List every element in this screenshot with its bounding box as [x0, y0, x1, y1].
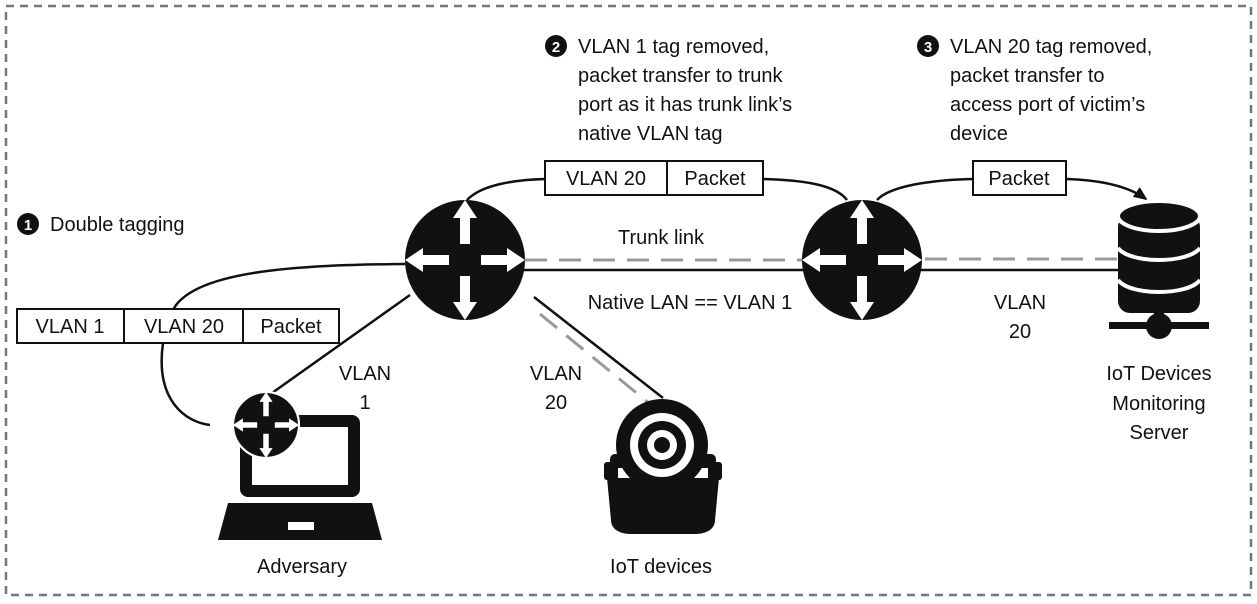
- double-tagged-frame: VLAN 1 VLAN 20 Packet: [16, 308, 340, 344]
- frame-payload: Packet: [684, 168, 746, 190]
- vlan20-frame: VLAN 20 Packet: [544, 160, 764, 196]
- packet-path-arrow: [1065, 177, 1148, 201]
- vlan20-path-left: [466, 177, 546, 201]
- step-3-line-1: VLAN 20 tag removed,: [950, 36, 1152, 58]
- numbered-circle-icon: [545, 35, 567, 57]
- trunk-link-label: Trunk link: [618, 227, 705, 249]
- iot-link: [533, 296, 664, 399]
- iot-vlan-label-1: VLAN: [530, 363, 582, 385]
- iot-link-dashed: [539, 312, 651, 406]
- native-vlan-label: Native LAN == VLAN 1: [588, 292, 793, 314]
- connections: [160, 177, 1148, 427]
- double-tagged-path: [170, 262, 406, 313]
- database-server-icon: [1109, 199, 1209, 339]
- frame-outline: [972, 160, 1067, 196]
- diagram-border: [4, 4, 1253, 597]
- adversary-label: Adversary: [257, 556, 347, 578]
- step-3: 3 VLAN 20 tag removed, packet transfer t…: [917, 35, 1152, 145]
- security-camera-icon: [604, 399, 722, 534]
- frame-vlan1-tag: VLAN 1: [36, 316, 105, 338]
- step-2: 2 VLAN 1 tag removed, packet transfer to…: [545, 35, 792, 145]
- server-vlan-label-1: VLAN: [994, 292, 1046, 314]
- frame-payload: Packet: [988, 168, 1050, 190]
- switch-icon: [231, 390, 301, 460]
- server-label-1: IoT Devices: [1106, 363, 1211, 385]
- step-3-number: 3: [924, 39, 932, 56]
- frame-payload: Packet: [260, 316, 322, 338]
- step-3-line-4: device: [950, 123, 1008, 145]
- step-2-line-4: native VLAN tag: [578, 123, 723, 145]
- server-vlan-label-2: 20: [1009, 321, 1031, 343]
- step-1-number: 1: [24, 217, 32, 234]
- numbered-circle-icon: [917, 35, 939, 57]
- server-label-3: Server: [1130, 422, 1189, 444]
- step-1: 1 Double tagging: [17, 213, 185, 236]
- iot-devices-label: IoT devices: [610, 556, 712, 578]
- frame-vlan20-tag: VLAN 20: [566, 168, 646, 190]
- step-2-line-3: port as it has trunk link’s: [578, 94, 792, 116]
- adversary-vlan-label-1: VLAN: [339, 363, 391, 385]
- untagged-frame: Packet: [972, 160, 1067, 196]
- adversary-link: [271, 293, 411, 395]
- step-3-line-3: access port of victim’s: [950, 94, 1145, 116]
- numbered-circle-icon: [17, 213, 39, 235]
- server-label-2: Monitoring: [1112, 393, 1205, 415]
- adversary-vlan-label-2: 1: [359, 392, 370, 414]
- step-2-line-2: packet transfer to trunk: [578, 65, 784, 87]
- vlan20-path-right: [762, 177, 848, 201]
- step-1-text: Double tagging: [50, 214, 185, 236]
- double-tagged-tail: [160, 342, 211, 427]
- step-2-number: 2: [552, 39, 560, 56]
- switch-icon: [405, 200, 525, 320]
- packet-path-left: [876, 177, 974, 201]
- step-3-line-2: packet transfer to: [950, 65, 1105, 87]
- frame-outline: [16, 308, 340, 344]
- frame-outline: [544, 160, 764, 196]
- switch-icon: [802, 200, 922, 320]
- iot-vlan-label-2: 20: [545, 392, 567, 414]
- frame-vlan20-tag: VLAN 20: [144, 316, 224, 338]
- step-2-line-1: VLAN 1 tag removed,: [578, 36, 769, 58]
